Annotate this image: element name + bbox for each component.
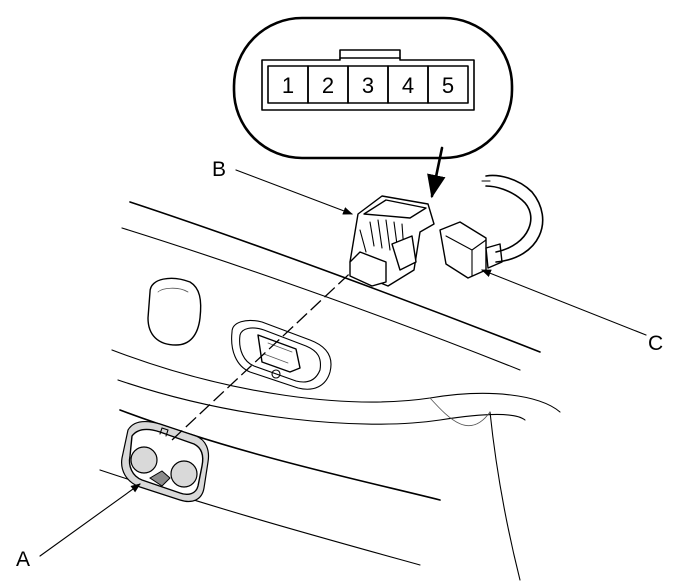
panel-knob [147,277,202,346]
pinout-arrow [427,146,446,199]
callout-label-b: B [212,158,226,181]
mounting-hole [231,319,332,390]
pin-label-4: 4 [402,73,414,98]
connector-pinout-callout [232,16,514,160]
callout-label-a: A [16,548,30,571]
connector-c [439,174,544,279]
pin-cell-5 [427,65,469,104]
callout-label-c: C [648,332,663,355]
pin-label-1: 1 [282,73,294,98]
switch-a [121,420,210,503]
pin-label-2: 2 [322,73,334,98]
pin-label-5: 5 [442,73,454,98]
leader-line-c [481,269,647,336]
pin-cells: 1 2 3 4 5 [267,65,469,104]
leader-line-b [235,169,353,215]
assembly-line [171,261,363,441]
pin-label-3: 3 [362,73,374,98]
leader-line-a [39,483,141,557]
connector-b [349,195,435,287]
